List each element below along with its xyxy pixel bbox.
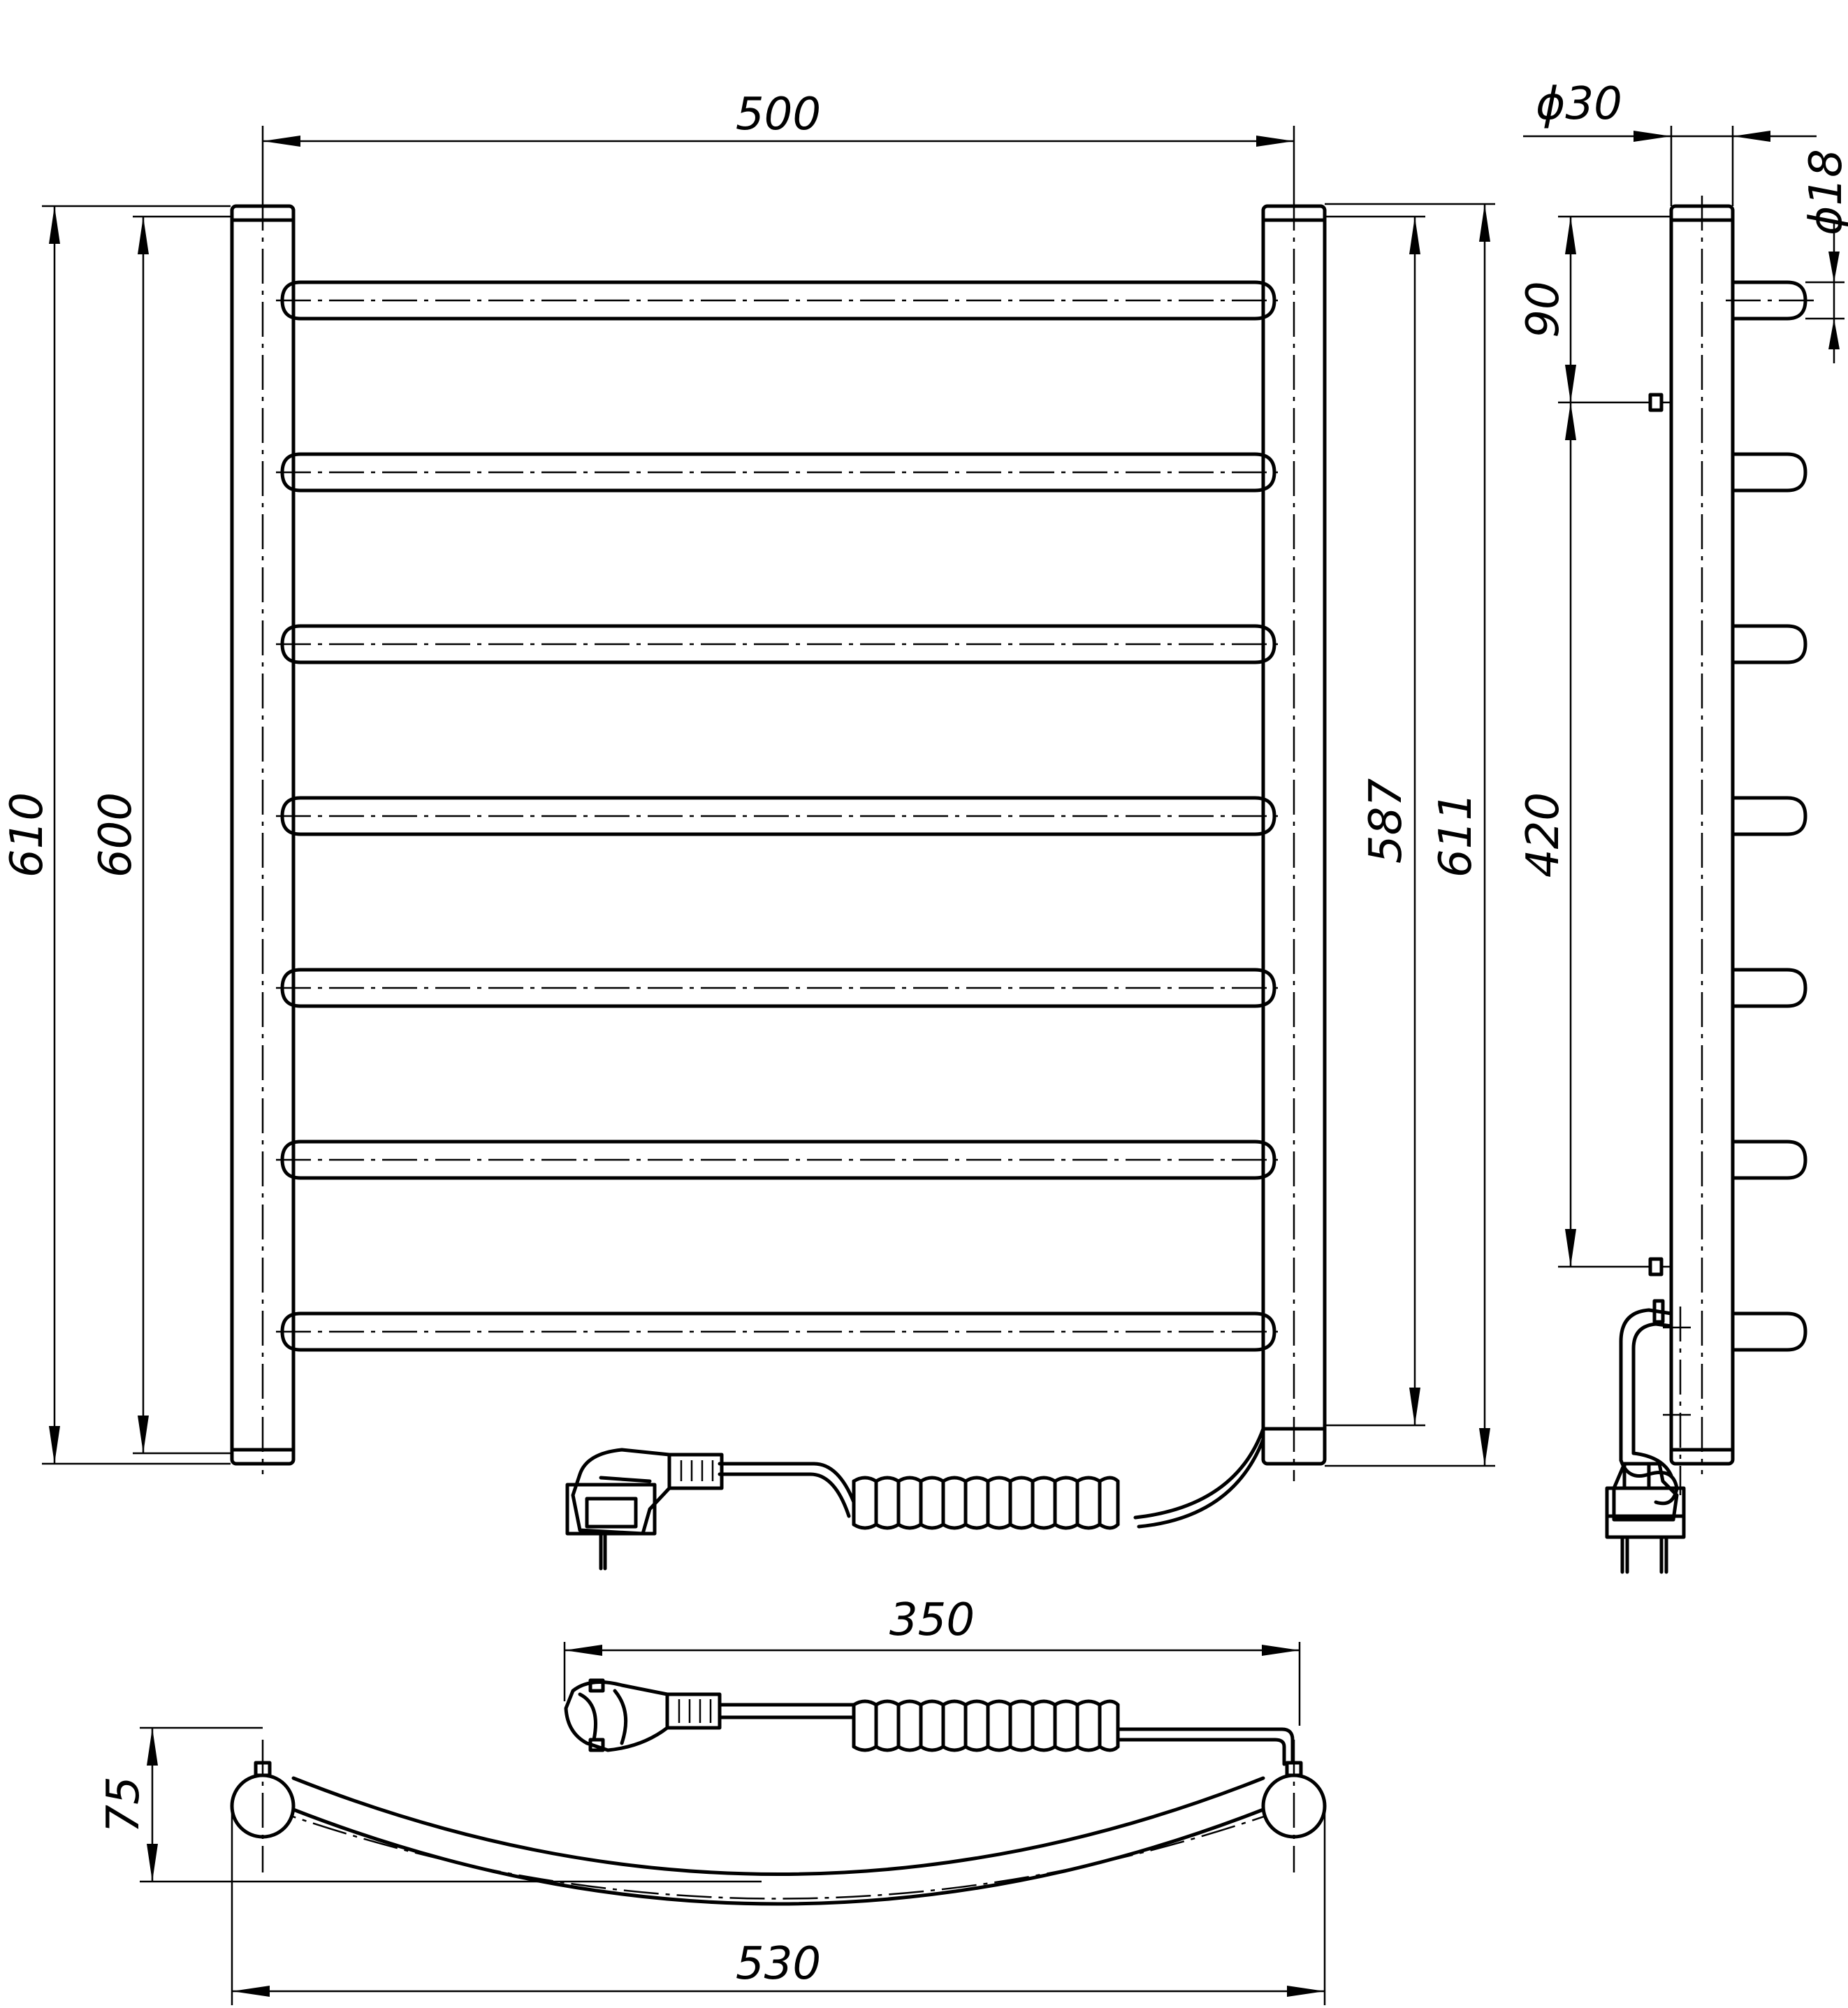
cable-coil bbox=[852, 1476, 1120, 1530]
front-view: 500 610 600 587 bbox=[1, 89, 1495, 1571]
plug-front bbox=[565, 1448, 724, 1571]
dimension-cable-350: 350 bbox=[563, 1594, 1301, 1726]
label-500: 500 bbox=[736, 89, 821, 140]
left-tube-section bbox=[230, 1740, 296, 1872]
label-600: 600 bbox=[90, 792, 142, 878]
dimension-spacing-420: 420 bbox=[1518, 402, 1650, 1268]
right-vertical-tube bbox=[1261, 196, 1327, 1481]
side-rung-stubs bbox=[1726, 280, 1817, 1352]
plug-top bbox=[564, 1678, 722, 1752]
label-90: 90 bbox=[1518, 281, 1569, 337]
cable-coil-top bbox=[852, 1699, 1120, 1752]
label-610: 610 bbox=[1, 792, 53, 878]
dimension-height-587: 587 bbox=[1325, 215, 1425, 1427]
label-diameter-30: ϕ30 bbox=[1536, 78, 1622, 130]
rung-7 bbox=[276, 1311, 1282, 1352]
label-75: 75 bbox=[98, 1776, 150, 1833]
left-vertical-tube bbox=[230, 196, 296, 1474]
power-cable-front bbox=[565, 1427, 1265, 1571]
dimension-depth-75: 75 bbox=[98, 1726, 762, 1883]
dimension-width-500: 500 bbox=[261, 89, 1295, 196]
dimension-height-600: 600 bbox=[90, 215, 231, 1455]
rung-3 bbox=[276, 624, 1282, 664]
rung-1 bbox=[276, 280, 1282, 321]
dimension-spacing-90: 90 bbox=[1518, 215, 1671, 404]
rungs bbox=[276, 280, 1282, 1352]
side-vertical-tube bbox=[1669, 196, 1735, 1474]
plug-side bbox=[1605, 1462, 1686, 1574]
label-420: 420 bbox=[1518, 792, 1569, 878]
side-view: ϕ30 ϕ18 90 420 bbox=[1518, 78, 1848, 1574]
label-diameter-18: ϕ18 bbox=[1800, 149, 1848, 235]
rung-6 bbox=[276, 1140, 1282, 1180]
label-530: 530 bbox=[736, 1938, 821, 1990]
rung-5 bbox=[276, 968, 1282, 1008]
side-cable bbox=[1605, 1299, 1691, 1574]
top-view: 350 75 530 bbox=[98, 1594, 1327, 2005]
dimension-diameter-18: ϕ18 bbox=[1800, 149, 1848, 363]
dimension-height-610: 610 bbox=[1, 205, 231, 1465]
rung-2 bbox=[276, 452, 1282, 493]
power-cable-top bbox=[564, 1678, 1295, 1766]
dimension-height-611: 611 bbox=[1325, 203, 1495, 1467]
right-tube-section bbox=[1261, 1740, 1327, 1872]
wall-mount-brackets bbox=[1648, 393, 1671, 1276]
rung-4 bbox=[276, 796, 1282, 836]
dimension-width-530: 530 bbox=[231, 1806, 1326, 2005]
curved-rung-top bbox=[262, 1776, 1295, 1906]
label-587: 587 bbox=[1360, 778, 1412, 864]
dimension-diameter-30: ϕ30 bbox=[1523, 78, 1817, 206]
label-350: 350 bbox=[889, 1594, 975, 1646]
label-611: 611 bbox=[1430, 792, 1482, 878]
